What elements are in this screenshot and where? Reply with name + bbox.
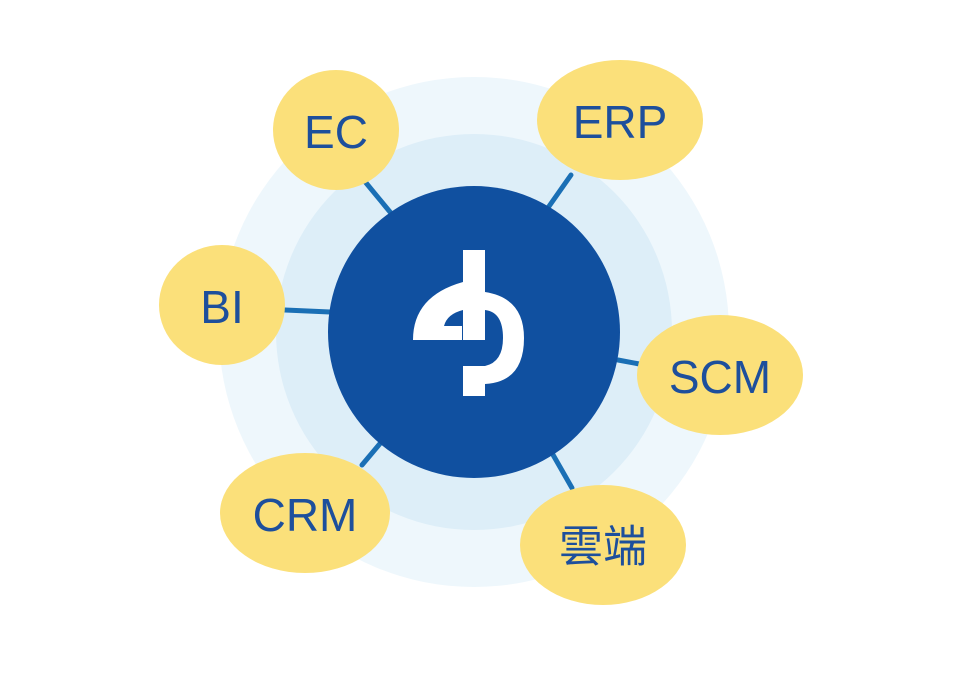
node-ec-bubble — [273, 70, 399, 190]
connector-crm — [359, 437, 386, 468]
node-scm-label: SCM — [669, 351, 771, 403]
node-erp-bubble — [537, 60, 703, 180]
node-erp: ERP — [537, 60, 703, 180]
connector-bi — [282, 307, 333, 315]
nodes: EC ERP BI SCM CRM 雲端 — [159, 60, 803, 605]
node-cloud-bubble — [520, 485, 686, 605]
connector-erp — [542, 172, 574, 215]
connectors — [282, 172, 653, 491]
node-crm-bubble — [220, 453, 390, 573]
node-ec: EC — [273, 70, 399, 190]
connector-cloud — [549, 450, 575, 491]
company-logo-icon — [413, 250, 524, 396]
node-bi-bubble — [159, 245, 285, 365]
node-crm-label: CRM — [253, 489, 358, 541]
node-cloud-label: 雲端 — [559, 523, 647, 572]
node-crm: CRM — [220, 453, 390, 573]
node-bi: BI — [159, 245, 285, 365]
connector-ec — [359, 175, 398, 221]
node-scm-bubble — [637, 315, 803, 435]
node-ec-label: EC — [304, 106, 368, 158]
node-scm: SCM — [637, 315, 803, 435]
node-bi-label: BI — [200, 281, 243, 333]
node-cloud: 雲端 — [520, 485, 686, 605]
node-erp-label: ERP — [573, 96, 668, 148]
